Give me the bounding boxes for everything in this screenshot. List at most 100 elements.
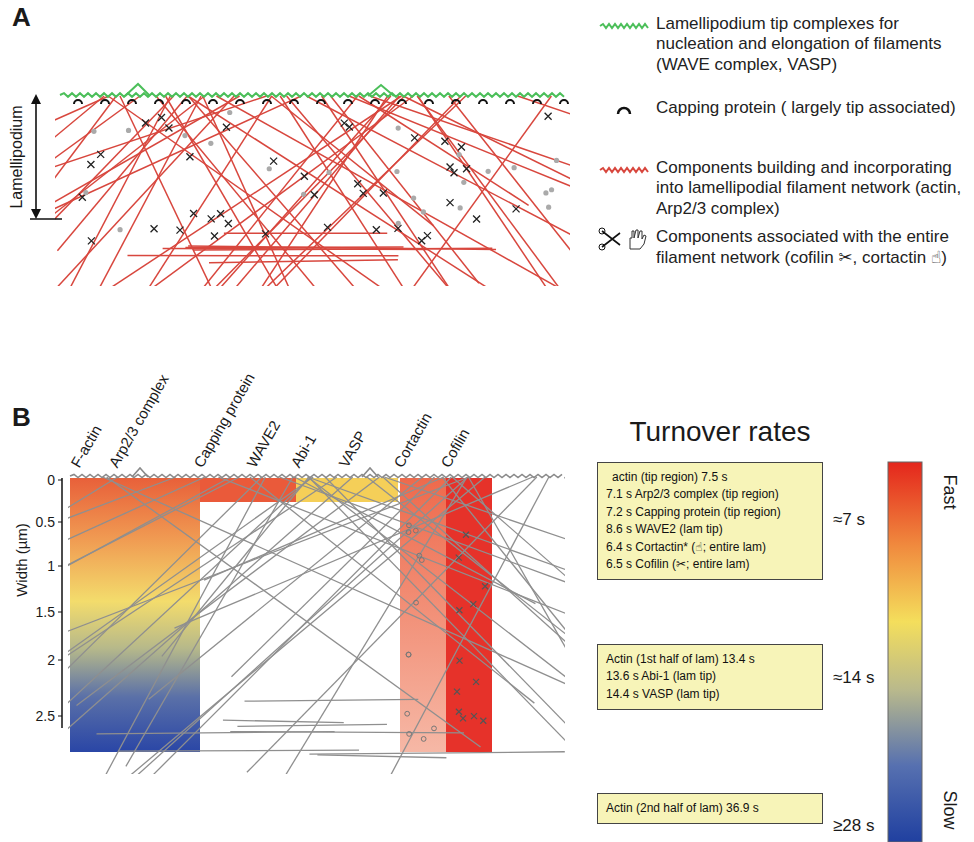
cofilin-mark (176, 227, 183, 234)
column-label: Arp2/3 complex (105, 371, 172, 470)
cofilin-mark (451, 169, 458, 176)
actin-filament (81, 477, 485, 774)
axis-label: 0 (47, 472, 55, 488)
cofilin-mark (424, 232, 431, 239)
actin-filament (370, 96, 570, 224)
tip-complex (60, 93, 564, 97)
actin-filament (294, 477, 535, 604)
actin-filament (55, 96, 402, 286)
actin-filament (280, 96, 446, 286)
cortactin-mark (406, 652, 411, 657)
cofilin-mark (311, 191, 318, 198)
rate-box: Actin (2nd half of lam) 36.9 s (597, 793, 823, 824)
actin-filament (209, 260, 398, 263)
actin-filament (55, 96, 170, 286)
rate-text: 7.1 s Arp2/3 complex (tip region) (606, 486, 814, 503)
cortactin-mark (417, 553, 422, 558)
tip-complex (132, 468, 378, 477)
actin-filament (68, 477, 313, 742)
legend-item: Components building and incorporating in… (656, 158, 968, 219)
actin-filament (77, 477, 380, 706)
legend-sample (598, 14, 652, 40)
capping-protein (533, 100, 541, 104)
actin-filament (96, 732, 334, 734)
cortactin-mark (512, 165, 517, 170)
cortactin-mark (394, 169, 399, 174)
actin-filament (102, 477, 265, 774)
cortactin-mark (406, 530, 411, 535)
actin-filament (188, 246, 496, 249)
cofilin-mark (324, 224, 331, 231)
axis-tick (58, 480, 62, 481)
axis-label: 1 (47, 558, 55, 574)
capping-protein (182, 100, 190, 104)
cortactin-mark (227, 110, 232, 115)
cofilin-mark (471, 713, 477, 719)
axis-label: 1.5 (36, 604, 55, 620)
scale-label: Slow (940, 790, 961, 829)
cofilin-mark (480, 718, 486, 724)
legend-sample (598, 98, 652, 124)
actin-filament (68, 477, 118, 757)
rate-text: Actin (2nd half of lam) 36.9 s (606, 800, 814, 817)
cofilin-mark (458, 144, 465, 151)
scale-label: ≈14 s (833, 668, 874, 688)
legend-item: Lamellipodium tip complexes for nucleati… (656, 14, 968, 75)
cortactin-mark (411, 196, 416, 201)
cofilin-mark (341, 120, 348, 127)
cortactin-mark (91, 129, 96, 134)
legend-text: Components building and incorporating in… (656, 158, 968, 219)
scale-label: ≥28 s (833, 816, 874, 836)
cofilin-mark (482, 583, 488, 589)
actin-filament (131, 96, 272, 286)
axis-tick (58, 660, 62, 661)
actin-filament (61, 96, 400, 286)
cofilin-mark (473, 679, 479, 685)
capping-protein (560, 100, 568, 104)
capping-protein (344, 100, 352, 104)
cortactin-mark (432, 726, 437, 731)
panel-label: B (12, 403, 31, 433)
cofilin-mark (463, 532, 469, 538)
cofilin-mark (88, 237, 95, 244)
cofilin-mark (151, 225, 158, 232)
cortactin-mark (407, 731, 412, 736)
heat-strip (70, 478, 200, 752)
rate-text: actin (tip region) 7.5 s (606, 469, 814, 486)
cortactin-mark (421, 209, 426, 214)
dimension-arrow (30, 100, 62, 219)
actin-filament (518, 96, 570, 232)
legend-text: Components associated with the entire fi… (656, 227, 968, 268)
legend-item: Components associated with the entire fi… (656, 227, 968, 268)
cofilin-mark (301, 173, 308, 180)
color-bar (888, 462, 922, 842)
cofilin-mark (463, 165, 470, 172)
lamellipodium-network (55, 96, 570, 286)
cortactin-mark (461, 180, 466, 185)
actin-filament (452, 477, 565, 774)
cofilin-mark (211, 233, 218, 240)
capping-protein (398, 100, 406, 104)
cofilin-mark (456, 607, 462, 613)
rate-text: 7.2 s Capping protein (tip region) (606, 504, 814, 521)
cortactin-mark (546, 205, 551, 210)
cortactin-mark (554, 158, 559, 163)
cortactin-mark (405, 711, 410, 716)
cofilin-mark (441, 138, 448, 145)
actin-filament (322, 96, 495, 286)
actin-filament (55, 96, 104, 286)
rate-text: Actin (1st half of lam) 13.4 s (606, 651, 814, 668)
column-label: Cortactin (390, 409, 435, 470)
actin-filament (68, 477, 231, 650)
cofilin-mark (346, 123, 353, 130)
capping-protein (128, 100, 136, 104)
cofilin-mark (447, 164, 454, 171)
actin-filament (237, 724, 387, 726)
heading: Turnover rates (629, 416, 810, 448)
cofilin-mark (225, 220, 232, 227)
rate-box: Actin (1st half of lam) 13.4 s13.6 s Abi… (597, 644, 823, 710)
actin-filament (188, 96, 570, 286)
capping-protein (506, 100, 514, 104)
